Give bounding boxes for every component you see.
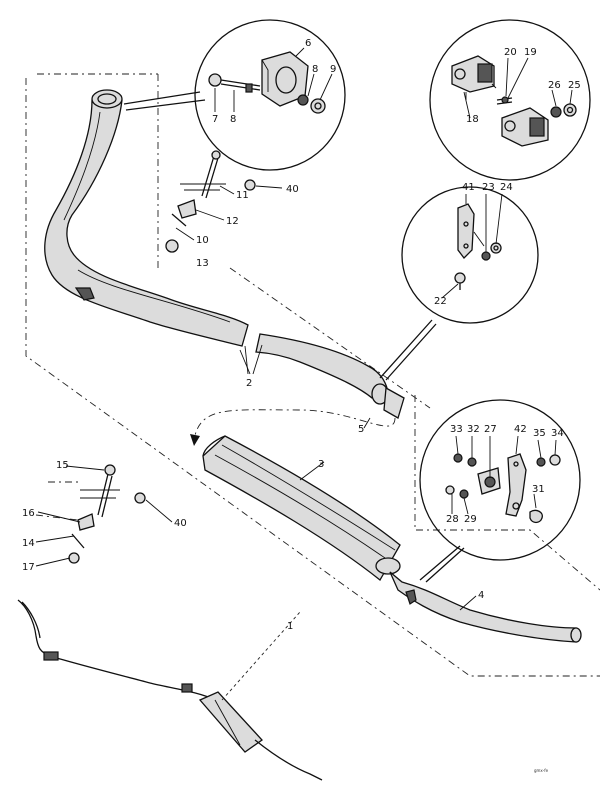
label-42: 42: [514, 424, 527, 435]
label-9: 9: [330, 64, 336, 75]
label-13: 13: [196, 258, 209, 269]
label-17: 17: [22, 562, 35, 573]
label-10: 10: [196, 235, 209, 246]
leader-overview-1: [221, 611, 301, 701]
label-32: 32: [467, 424, 480, 435]
label-7: 7: [212, 114, 218, 125]
label-41: 41: [462, 182, 475, 193]
arrow-head: [190, 434, 200, 446]
label-8-nut: 8: [312, 64, 318, 75]
group-outline-rear: [25, 73, 600, 677]
callout-mount-rubber: [429, 19, 591, 181]
callout-bracket: [401, 186, 539, 324]
callout-rear-bracket: [419, 399, 581, 561]
label-33: 33: [450, 424, 463, 435]
label-14: 14: [22, 538, 35, 549]
label-11: 11: [236, 190, 249, 201]
label-15: 15: [56, 460, 69, 471]
label-8-bolt: 8: [230, 114, 236, 125]
label-18: 18: [466, 114, 479, 125]
front-downpipe: [44, 89, 405, 419]
part-labels: 1 2 3 4 5 6 7 8 8 9 10 11 12 13 14 15 16…: [22, 38, 581, 773]
silencer-box: [202, 435, 582, 643]
label-26: 26: [548, 80, 561, 91]
label-6: 6: [305, 38, 311, 49]
label-27: 27: [484, 424, 497, 435]
label-23: 23: [482, 182, 495, 193]
label-20: 20: [504, 47, 517, 58]
label-leaders: [35, 47, 573, 611]
leader-to-bracket: [379, 319, 437, 381]
label-4: 4: [478, 590, 484, 601]
system-overview: [17, 599, 323, 781]
clamp-detail-lower: [35, 464, 146, 564]
label-1: 1: [287, 621, 293, 632]
label-40-upper: 40: [286, 184, 299, 195]
clamp-detail-upper: [165, 150, 256, 253]
label-35: 35: [533, 428, 546, 439]
drawing-code: gmx-fe: [534, 768, 549, 773]
label-40-lower: 40: [174, 518, 187, 529]
label-29: 29: [464, 514, 477, 525]
leader-to-mount: [419, 545, 465, 583]
label-16: 16: [22, 508, 35, 519]
label-34: 34: [551, 428, 564, 439]
label-25: 25: [568, 80, 581, 91]
label-28: 28: [446, 514, 459, 525]
label-22: 22: [434, 296, 447, 307]
label-12: 12: [226, 216, 239, 227]
leader-to-clamp: [123, 91, 206, 111]
label-19: 19: [524, 47, 537, 58]
label-2: 2: [246, 378, 252, 389]
label-31: 31: [532, 484, 545, 495]
connector-line-5: [193, 409, 396, 441]
label-5: 5: [358, 424, 364, 435]
label-24: 24: [500, 182, 513, 193]
leader-dash-2: [229, 267, 431, 409]
callout-clamp: [194, 19, 346, 171]
